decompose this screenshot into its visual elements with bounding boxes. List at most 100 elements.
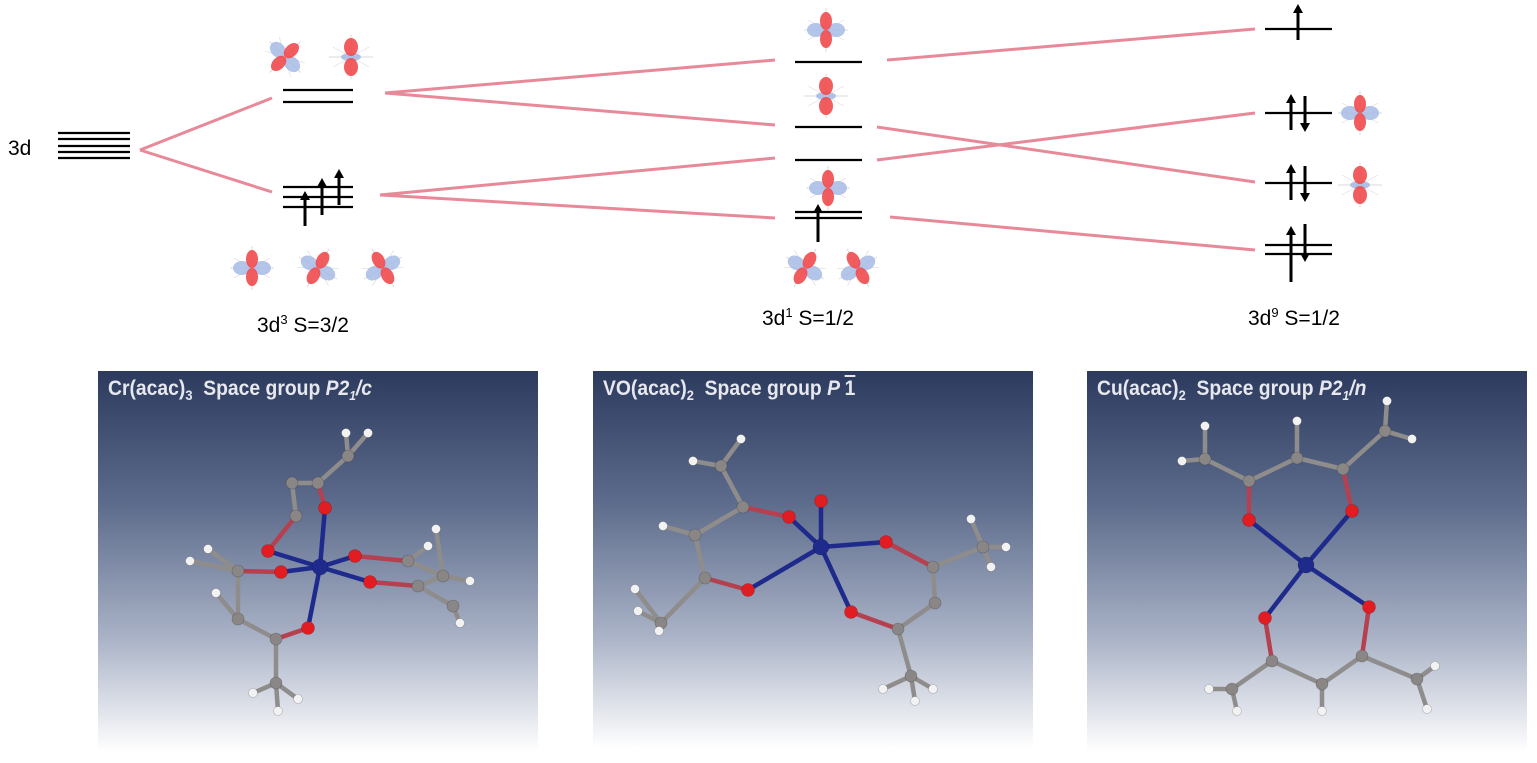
bond xyxy=(895,600,938,632)
bond xyxy=(745,544,824,593)
bond xyxy=(1229,658,1275,692)
spin-down-arrowhead xyxy=(1300,193,1310,202)
panel-title: Cu(acac)2 Space group P21/n xyxy=(1097,377,1367,404)
hydrogen-atom xyxy=(1200,421,1210,431)
carbon-atom xyxy=(1410,672,1424,686)
bond xyxy=(692,504,746,538)
bond xyxy=(848,609,901,632)
orbital-lobe xyxy=(383,255,401,271)
hydrogen-atom xyxy=(928,684,938,694)
molecule-vo-acac2 xyxy=(630,434,1011,706)
correlation-line xyxy=(889,215,1256,252)
bond xyxy=(1246,517,1309,568)
bond xyxy=(1202,456,1252,484)
orbital-lobe xyxy=(805,265,823,281)
orbital-lobe xyxy=(365,265,383,281)
orbital-lobe xyxy=(820,30,832,48)
metal-atom xyxy=(311,558,329,576)
carbon-atom xyxy=(436,569,450,583)
carbon-atom xyxy=(1378,424,1392,438)
d-orbital-icon xyxy=(1338,91,1382,135)
molecule-cr-acac3 xyxy=(185,428,475,716)
correlation-line xyxy=(384,91,776,127)
orbital-lobe xyxy=(371,251,386,269)
oxygen-atom xyxy=(348,549,362,563)
orbital-lobe xyxy=(1361,106,1379,120)
hydrogen-atom xyxy=(293,694,303,704)
d-orbital-icon xyxy=(265,37,305,77)
bond xyxy=(315,453,351,486)
carbon-atom xyxy=(698,571,712,585)
bond xyxy=(352,553,411,564)
orbital-lobe xyxy=(284,56,301,73)
bond xyxy=(658,575,708,626)
hydrogen-atom xyxy=(986,562,996,572)
spin-down-arrowhead xyxy=(1300,253,1310,262)
orbital-lobe xyxy=(1341,106,1359,120)
orbital-lobe xyxy=(233,261,251,275)
spin-down-arrowhead xyxy=(1300,123,1310,132)
hydrogen-atom xyxy=(203,544,213,554)
oxygen-atom xyxy=(261,544,275,558)
orbital-lobe xyxy=(829,181,847,195)
orbital-lobe xyxy=(802,251,817,269)
bond xyxy=(930,544,986,570)
bond xyxy=(1359,604,1372,659)
config-label-v: 3d1 S=1/2 xyxy=(762,305,854,330)
bond xyxy=(405,558,446,579)
orbital-lobe xyxy=(300,255,318,271)
carbon-atom xyxy=(311,476,325,490)
carbon-atom xyxy=(1336,462,1350,476)
hydrogen-atom xyxy=(966,514,976,524)
orbital-lobe xyxy=(822,170,834,188)
bond xyxy=(305,564,323,631)
carbon-atom xyxy=(285,476,299,490)
bond xyxy=(367,579,421,589)
d-orbital-icon xyxy=(806,166,850,210)
hydrogen-atom xyxy=(688,456,698,466)
bond xyxy=(1262,562,1309,621)
oxygen-atom xyxy=(1362,600,1376,614)
carbon-atom xyxy=(269,632,283,646)
oxygen-atom xyxy=(814,494,828,508)
bond xyxy=(702,575,751,593)
orbital-lobe xyxy=(855,267,870,285)
carbon-atom xyxy=(1290,451,1304,465)
energy-level-diagram: 3d 3d3 S=3/2 3d1 S=1/2 3d9 S=1/2 xyxy=(8,4,1382,337)
oxygen-atom xyxy=(1242,513,1256,527)
correlation-line xyxy=(379,193,776,220)
d-orbital-icon xyxy=(837,248,879,288)
carbon-atom xyxy=(1225,682,1239,696)
carbon-atom xyxy=(341,449,355,463)
bond xyxy=(433,526,446,579)
bond xyxy=(692,532,708,581)
correlation-line xyxy=(379,156,776,197)
hydrogen-atom xyxy=(1001,542,1011,552)
panel-cr-acac3: Cr(acac)3 Space group P21/c xyxy=(98,371,538,752)
carbon-atom xyxy=(411,579,425,593)
bond xyxy=(740,504,792,520)
orbital-torus xyxy=(1350,181,1370,189)
orbital-lobe xyxy=(1353,166,1367,184)
config-label-cu: 3d9 S=1/2 xyxy=(1248,305,1340,330)
molecule-cu-acac2 xyxy=(1177,396,1440,716)
orbital-lobe xyxy=(1354,113,1366,131)
orbital-lobe xyxy=(822,188,834,206)
oxygen-atom xyxy=(782,510,796,524)
correlation-line xyxy=(886,27,1256,62)
hydrogen-atom xyxy=(1422,704,1432,714)
hydrogen-atom xyxy=(736,434,746,444)
bond xyxy=(1246,455,1300,484)
carbon-atom xyxy=(976,540,990,554)
d-orbital-icon xyxy=(297,248,339,288)
orbital-lobe xyxy=(315,251,330,269)
carbon-atom xyxy=(1355,649,1369,663)
bond xyxy=(1303,508,1355,568)
metal-atom xyxy=(1297,556,1315,574)
panel-title: Cr(acac)3 Space group P21/c xyxy=(108,377,373,404)
bond xyxy=(718,463,746,510)
config-label-cr: 3d3 S=3/2 xyxy=(257,312,349,337)
d-orbital-icon xyxy=(1338,163,1382,207)
oxygen-atom xyxy=(301,621,315,635)
orbital-torus xyxy=(341,53,361,61)
